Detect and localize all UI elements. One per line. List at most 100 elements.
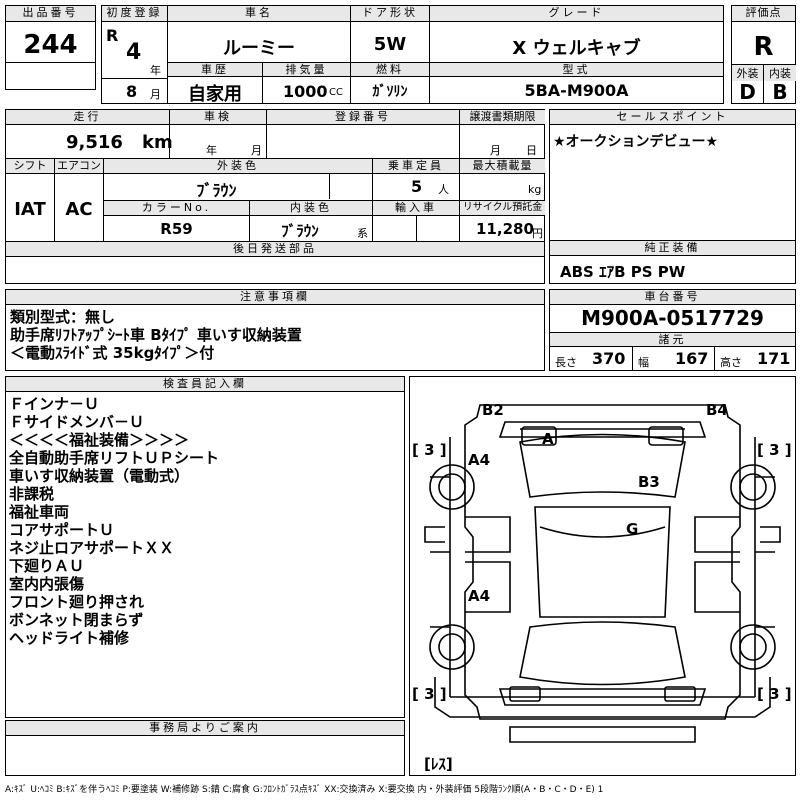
inspector-line: 車いす収納装置（電動式）: [9, 467, 190, 485]
first-registration-box: 初度登録 R 4 年 8 月: [101, 5, 168, 104]
length-label: 長さ: [555, 356, 577, 369]
inspection-label: 車検: [170, 110, 266, 125]
history-label: 車歴: [168, 63, 262, 77]
tire-mark-rear-right: [ 3 ]: [757, 685, 792, 703]
history: 自家用: [188, 84, 242, 105]
score: R: [753, 32, 774, 62]
inspection-year-unit: 年: [206, 144, 217, 157]
specs-label: 諸元: [550, 332, 795, 347]
cc-unit: CC: [329, 87, 343, 98]
recycle-unit: 円: [532, 227, 543, 240]
displacement: 1000: [283, 82, 328, 101]
model-box: 型式 5BA-M900A: [429, 62, 724, 104]
displacement-box: 排気量 1000 CC: [262, 62, 351, 104]
inspector-line: Ｆインナ－Ｕ: [9, 395, 100, 413]
sales-point: ★オークションデビュー★: [553, 134, 719, 150]
shift: IAT: [14, 199, 46, 220]
car-diagram: B2 B4 A A4 B3 G A4 [ 3 ] [ 3 ] [ 3 ] [ 3…: [412, 401, 792, 773]
chassis-box: 車台番号 M900A-0517729 諸元 長さ 370 幅 167 高さ 17…: [549, 289, 796, 371]
car-name-box: 車名 ルーミー: [167, 5, 351, 63]
sales-point-label: セールスポイント: [550, 110, 795, 125]
spare-tire-mark: [ﾚｽ]: [424, 755, 453, 773]
era: R: [106, 26, 119, 45]
mileage-row: 走行 9,516 km 車検 年 月 登録番号 譲渡書類期限 月 日: [5, 109, 545, 159]
inspector-line: 非課税: [9, 485, 55, 503]
office-label: 事務局よりご案内: [6, 721, 404, 736]
import-label: 輸入車: [373, 201, 459, 216]
chassis-number: M900A-0517729: [581, 306, 764, 330]
fuel-label: 燃料: [351, 63, 429, 77]
lot-number-label: 出品番号: [6, 6, 95, 22]
color-label: 外装色: [104, 159, 372, 174]
door: 5W: [373, 34, 407, 55]
color-no: R59: [160, 220, 193, 238]
color: ﾌﾞﾗｳﾝ: [196, 181, 237, 200]
interior-color: ﾌﾞﾗｳﾝ: [281, 222, 319, 240]
transfer-month-unit: 月: [490, 144, 501, 157]
damage-b4: B4: [706, 401, 728, 419]
interior-color-suffix: 系: [357, 227, 368, 240]
capacity-unit: 人: [438, 183, 449, 196]
car-diagram-box: B2 B4 A A4 B3 G A4 [ 3 ] [ 3 ] [ 3 ] [ 3…: [409, 376, 796, 776]
month-unit: 月: [150, 88, 161, 101]
transfer-label: 譲渡書類期限: [460, 110, 545, 125]
interior-label: 内装: [764, 65, 796, 81]
displacement-label: 排気量: [263, 63, 350, 77]
sales-point-box: セールスポイント ★オークションデビュー★ 純正装備 ABS ｴｱB PS PW: [549, 109, 796, 284]
notes-box: 注意事項欄 類別型式：無し 助手席ﾘﾌﾄｱｯﾌﾟｼｰﾄ車 Bﾀｲﾌﾟ 車いす収納…: [5, 289, 545, 371]
damage-b2: B2: [482, 401, 504, 419]
year-unit: 年: [150, 64, 161, 77]
exterior-score: D: [739, 80, 756, 104]
door-box: ドア形状 5W: [350, 5, 430, 63]
history-box: 車歴 自家用: [167, 62, 263, 105]
inspector-line: Ｆサイドメンバ－Ｕ: [9, 413, 145, 431]
width: 167: [675, 349, 709, 368]
chassis-label: 車台番号: [550, 290, 795, 305]
tire-mark-front-left: [ 3 ]: [412, 441, 447, 459]
first-registration-label: 初度登録: [102, 6, 167, 22]
recycle-label: リサイクル預託金: [460, 201, 545, 216]
damage-a: A: [542, 430, 554, 448]
car-name: ルーミー: [223, 38, 295, 59]
shift-label: シフト: [6, 159, 54, 174]
mileage: 9,516: [66, 132, 123, 153]
inspector-box: 検査員記入欄 Ｆインナ－Ｕ Ｆサイドメンバ－Ｕ ＜＜＜＜福祉装備＞＞＞＞ 全自動…: [5, 376, 405, 718]
damage-a4-front: A4: [468, 451, 490, 469]
fuel: ｶﾞｿﾘﾝ: [372, 84, 408, 100]
inspector-line: ネジ止ロアサポートＸＸ: [9, 539, 175, 557]
equipment: ABS ｴｱB PS PW: [560, 263, 686, 281]
inspector-line: 室内内張傷: [9, 575, 85, 593]
office-box: 事務局よりご案内: [5, 720, 405, 776]
tire-mark-rear-left: [ 3 ]: [412, 685, 447, 703]
lot-number-box: 出品番号 244: [5, 5, 96, 90]
grade-label: グレード: [430, 6, 723, 22]
inspector-line: 福祉車両: [9, 503, 70, 521]
month: 8: [126, 82, 138, 101]
inspector-line: 下廻りＡＵ: [9, 557, 85, 575]
inspector-line: 全自動助手席リフトＵＰシート: [9, 449, 220, 467]
year: 4: [126, 40, 142, 65]
mileage-label: 走行: [6, 110, 169, 125]
inspector-line: ＜＜＜＜福祉装備＞＞＞＞: [9, 431, 190, 449]
car-name-label: 車名: [168, 6, 350, 22]
lot-number: 244: [23, 30, 78, 60]
later-parts-box: 後日発送部品: [5, 241, 545, 284]
transfer-day-unit: 日: [526, 144, 537, 157]
inspector-label: 検査員記入欄: [6, 377, 404, 392]
height: 171: [757, 349, 791, 368]
length: 370: [592, 349, 626, 368]
note-line: 助手席ﾘﾌﾄｱｯﾌﾟｼｰﾄ車 Bﾀｲﾌﾟ 車いす収納装置: [10, 326, 302, 344]
km-unit: km: [142, 132, 173, 153]
fuel-box: 燃料 ｶﾞｿﾘﾝ: [350, 62, 430, 104]
interior-color-label: 内装色: [250, 201, 372, 216]
inspection-month-unit: 月: [251, 144, 262, 157]
damage-g: G: [626, 520, 638, 538]
capacity: 5: [411, 177, 423, 196]
grade: X ウェルキャブ: [512, 38, 641, 59]
capacity-label: 乗車定員: [373, 159, 459, 174]
spec-row: シフト IAT エアコン AC 外装色 ﾌﾞﾗｳﾝ 乗車定員 5 人 最大積載量…: [5, 158, 545, 242]
interior-score: B: [772, 80, 788, 104]
recycle: 11,280: [476, 220, 534, 238]
inspector-line: ヘッドライト補修: [9, 629, 130, 647]
exterior-label: 外装: [732, 65, 763, 81]
